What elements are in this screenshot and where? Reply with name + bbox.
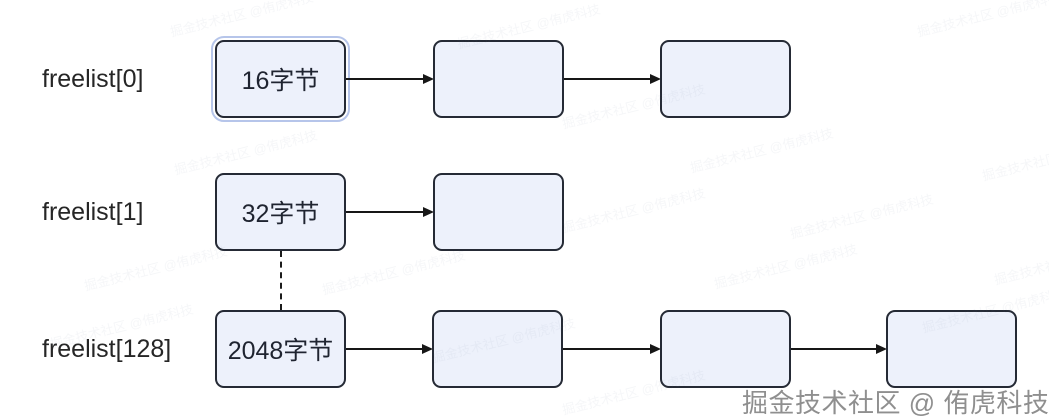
faint-watermark: 掘金技术社区 @侑虎科技 (172, 127, 319, 178)
faint-watermark: 掘金技术社区 @侑虎科技 (688, 125, 835, 176)
empty-node (433, 40, 564, 118)
empty-node (886, 310, 1017, 388)
arrow-icon (564, 73, 661, 85)
row-label-freelist-128: freelist[128] (42, 335, 172, 363)
empty-node (433, 173, 564, 251)
empty-node (660, 310, 791, 388)
node-2048-bytes-label: 2048字节 (227, 337, 334, 365)
watermark-text: 掘金技术社区 @ 侑虎科技 (742, 388, 1049, 418)
arrow-icon (563, 343, 661, 355)
arrow-icon (346, 206, 434, 218)
faint-watermark: 掘金技术社区 @侑虎科技 (915, 0, 1049, 40)
ellipsis-dotted-line (280, 251, 282, 310)
empty-node (432, 310, 563, 388)
faint-watermark: 掘金技术社区 @侑虎科技 (788, 191, 935, 242)
faint-watermark: 掘金技术社区 @侑虎科技 (560, 185, 707, 236)
faint-watermark: 掘金技术社区 @侑虎科技 (712, 241, 859, 292)
faint-watermark: 掘金技术社区 @侑虎科技 (320, 247, 467, 298)
row-label-freelist-0: freelist[0] (42, 65, 144, 93)
arrow-icon (346, 343, 433, 355)
row-label-freelist-1: freelist[1] (42, 198, 144, 226)
faint-watermark: 掘金技术社区 @侑虎科技 (168, 0, 315, 40)
faint-watermark: 掘金技术社区 @侑虎科技 (980, 133, 1049, 184)
arrow-icon (791, 343, 887, 355)
arrow-icon (346, 73, 434, 85)
node-32-bytes: 32字节 (215, 173, 346, 251)
faint-watermark: 掘金技术社区 @侑虎科技 (992, 237, 1049, 288)
node-32-bytes-label: 32字节 (241, 200, 320, 228)
empty-node (660, 40, 791, 118)
node-16-bytes-label: 16字节 (241, 67, 320, 95)
node-2048-bytes: 2048字节 (215, 310, 346, 388)
node-16-bytes: 16字节 (211, 36, 350, 122)
